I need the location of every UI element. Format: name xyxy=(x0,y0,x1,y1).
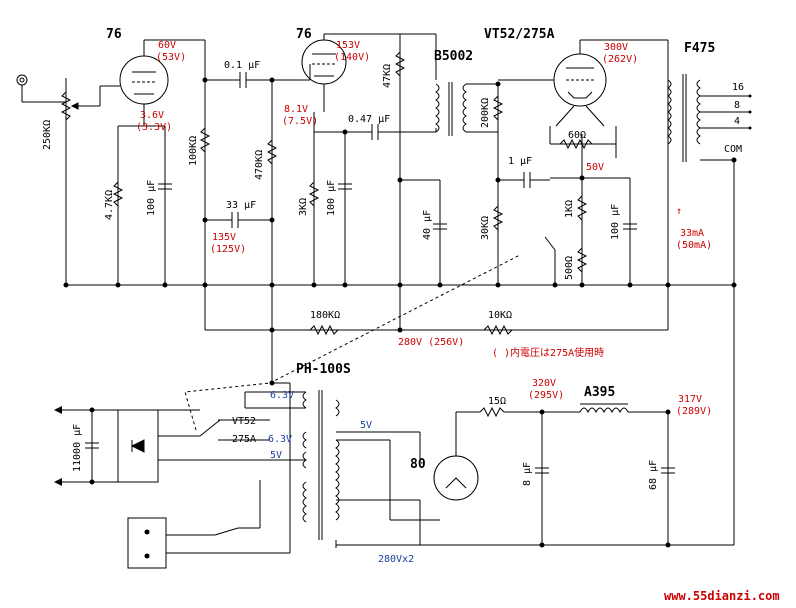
plate-current-alt: (50mA) xyxy=(676,240,712,251)
r-k3b-value: 500Ω xyxy=(564,256,575,280)
rect-output-voltage-alt: (295V) xyxy=(528,390,564,401)
c-fb-value: 1 μF xyxy=(508,156,532,167)
b-plus-voltage: 317V xyxy=(678,394,702,405)
tap-5v-right: 5V xyxy=(360,420,372,431)
c-filament-value: 11000 μF xyxy=(72,424,83,472)
b-mid-voltage: 280V (256V) xyxy=(398,337,464,348)
v1-plate-voltage-alt: (53V) xyxy=(156,52,186,63)
tube2-label: 76 xyxy=(296,27,312,42)
r-shunt-value: 200KΩ xyxy=(480,98,491,128)
choke-label: A395 xyxy=(584,385,615,400)
c-pi2-value: 68 μF xyxy=(648,460,659,490)
r-p1-value: 100KΩ xyxy=(188,136,199,166)
v2-plate-voltage-alt: (140V) xyxy=(334,52,370,63)
b-plus-voltage-alt: (289V) xyxy=(676,406,712,417)
tap-6v3-a: 6.3V xyxy=(270,390,294,401)
v3-plate-voltage: 300V xyxy=(604,42,628,53)
tap-16: 16 xyxy=(732,82,744,93)
v3-plate-voltage-alt: (262V) xyxy=(602,54,638,65)
r-p2-value: 47KΩ xyxy=(382,64,393,88)
output-xfmr-label: F475 xyxy=(684,41,715,56)
c-k2-value: 100 μF xyxy=(326,180,337,216)
tap-vt52: VT52 xyxy=(232,416,256,427)
voltage-note: ( )内電圧は275A使用時 xyxy=(492,346,604,359)
v2-plate-voltage: 153V xyxy=(336,40,360,51)
tube3-label: VT52/275A xyxy=(484,27,555,42)
v1-cathode-voltage-alt: (3.3V) xyxy=(136,122,172,133)
tap-hv: 280Vx2 xyxy=(378,554,414,565)
plate-current: 33mA xyxy=(680,228,704,239)
r-k2-value: 3KΩ xyxy=(298,198,309,216)
r-dec2-value: 180KΩ xyxy=(310,310,340,321)
tap-6v3-b: 6.3V xyxy=(268,434,292,445)
decoupling1-voltage: 135V xyxy=(212,232,236,243)
r-k1-value: 4.7KΩ xyxy=(104,190,115,220)
current-arrow: ↑ xyxy=(676,206,682,217)
watermark: www.55dianzi.com xyxy=(664,589,780,603)
volume-pot-value: 250KΩ xyxy=(42,120,53,150)
c-cpl2-value: 0.47 μF xyxy=(348,114,390,125)
rect-tube-label: 80 xyxy=(410,457,426,472)
tap-5v-left: 5V xyxy=(270,450,282,461)
tap-275a: 275A xyxy=(232,434,256,445)
tap-4: 4 xyxy=(734,116,740,127)
hum-pot-value: 60Ω xyxy=(568,130,586,141)
r-g2-value: 470KΩ xyxy=(254,150,265,180)
rect-output-voltage: 320V xyxy=(532,378,556,389)
interstage-xfmr-label: B5002 xyxy=(434,49,473,64)
c-pi1-value: 8 μF xyxy=(522,462,533,486)
tube1-label: 76 xyxy=(106,27,122,42)
r-k3a-value: 1KΩ xyxy=(564,200,575,218)
r-pi-value: 15Ω xyxy=(488,396,506,407)
c-k3-value: 100 μF xyxy=(610,204,621,240)
v3-cathode-voltage: 50V xyxy=(586,162,604,173)
v2-cathode-voltage-alt: (7.5V) xyxy=(282,116,318,127)
tap-8: 8 xyxy=(734,100,740,111)
power-xfmr-label: PH-100S xyxy=(296,362,351,377)
c-cpl1-value: 0.1 μF xyxy=(224,60,260,71)
c-dec2-value: 40 μF xyxy=(422,210,433,240)
decoupling1-voltage-alt: (125V) xyxy=(210,244,246,255)
c-k1-value: 100 μF xyxy=(146,180,157,216)
r-g3-value: 30KΩ xyxy=(480,216,491,240)
v1-cathode-voltage: 3.6V xyxy=(140,110,164,121)
c-dec1-value: 33 μF xyxy=(226,200,256,211)
tap-com: COM xyxy=(724,144,742,155)
v1-plate-voltage: 60V xyxy=(158,40,176,51)
v2-cathode-voltage: 8.1V xyxy=(284,104,308,115)
r-dec3-value: 10KΩ xyxy=(488,310,512,321)
